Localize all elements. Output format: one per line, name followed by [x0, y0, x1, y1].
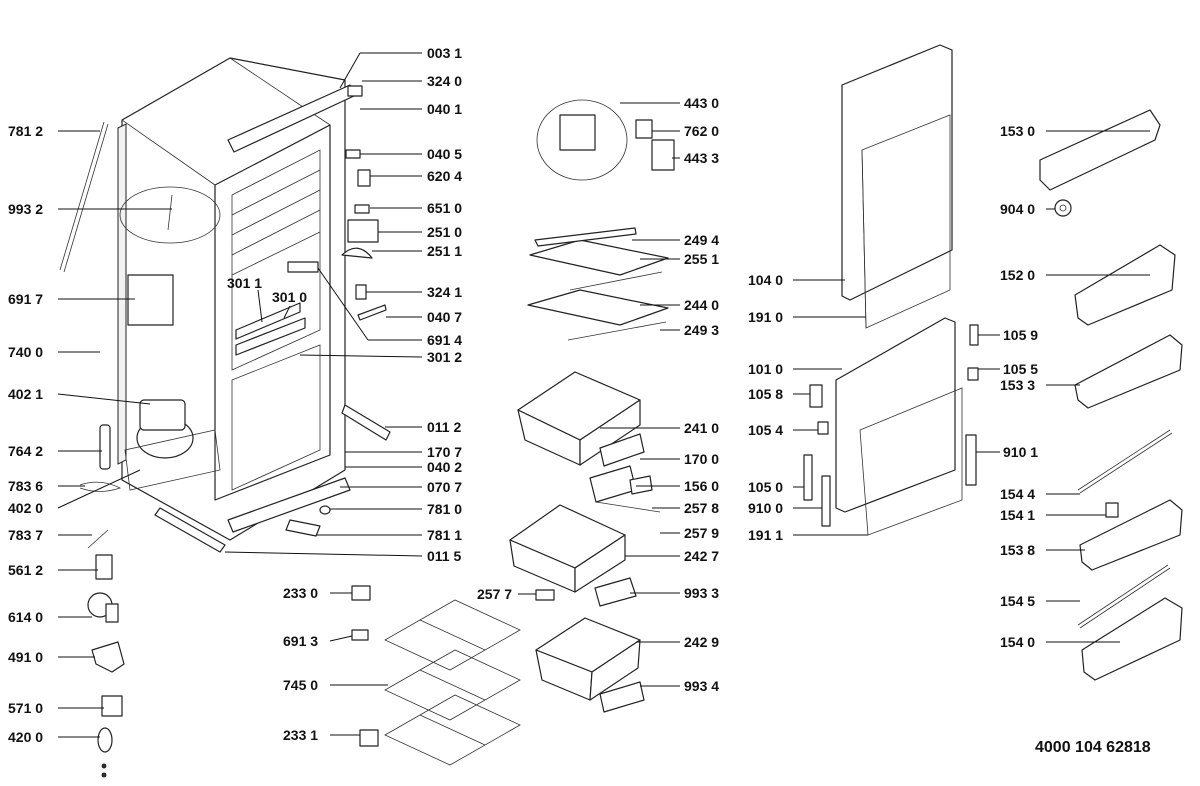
- callout: 105 0: [748, 479, 783, 495]
- callout: 249 4: [684, 232, 719, 248]
- callout: 251 0: [427, 224, 462, 240]
- callout: 154 0: [1000, 634, 1035, 650]
- callout: 301 2: [427, 349, 462, 365]
- callout: 781 0: [427, 501, 462, 517]
- callout: 003 1: [427, 45, 462, 61]
- callout: 257 9: [684, 525, 719, 541]
- callout: 154 4: [1000, 486, 1035, 502]
- callout: 105 4: [748, 422, 783, 438]
- callout: 154 5: [1000, 593, 1035, 609]
- callout: 651 0: [427, 200, 462, 216]
- callout: 040 2: [427, 459, 462, 475]
- doors-drawing: [803, 44, 979, 536]
- callout: 153 8: [1000, 542, 1035, 558]
- callout: 241 0: [684, 420, 719, 436]
- callout: 257 7: [477, 586, 512, 602]
- callout: 153 3: [1000, 377, 1035, 393]
- callout: 420 0: [8, 729, 43, 745]
- callout: 105 8: [748, 386, 783, 402]
- callout: 105 9: [1003, 327, 1038, 343]
- callout: 783 7: [8, 527, 43, 543]
- callout: 233 0: [283, 585, 318, 601]
- leader-lines: [57, 52, 1150, 738]
- callout: 233 1: [283, 727, 318, 743]
- callout: 691 4: [427, 332, 462, 348]
- callout: 993 4: [684, 678, 719, 694]
- callout: 561 2: [8, 562, 43, 578]
- callout: 324 1: [427, 284, 462, 300]
- callout: 242 9: [684, 634, 719, 650]
- callout: 993 2: [8, 201, 43, 217]
- callout: 154 1: [1000, 507, 1035, 523]
- small-parts-drawing: [79, 85, 387, 778]
- callout: 249 3: [684, 322, 719, 338]
- callout: 740 0: [8, 344, 43, 360]
- callout: 402 0: [8, 500, 43, 516]
- drawing-number: 4000 104 62818: [1035, 739, 1151, 756]
- callout: 691 7: [8, 291, 43, 307]
- callout: 783 6: [8, 478, 43, 494]
- callout: 301 1: [227, 275, 262, 291]
- callout: 402 1: [8, 386, 43, 402]
- callout: 491 0: [8, 649, 43, 665]
- callout: 040 7: [427, 309, 462, 325]
- callout: 153 0: [1000, 123, 1035, 139]
- callout: 620 4: [427, 168, 462, 184]
- callout: 170 0: [684, 451, 719, 467]
- callout: 781 2: [8, 123, 43, 139]
- wire-shelves-drawing: [351, 585, 521, 766]
- callout: 745 0: [283, 677, 318, 693]
- door-shelves-drawing: [1039, 109, 1183, 681]
- callout: 156 0: [684, 478, 719, 494]
- callout: 764 2: [8, 443, 43, 459]
- callout: 910 1: [1003, 444, 1038, 460]
- callout: 191 1: [748, 527, 783, 543]
- callout: 011 5: [427, 548, 461, 564]
- callout: 993 3: [684, 585, 719, 601]
- callout: 255 1: [684, 251, 719, 267]
- callout: 781 1: [427, 527, 462, 543]
- callout: 571 0: [8, 700, 43, 716]
- callout: 904 0: [1000, 201, 1035, 217]
- callout: 101 0: [748, 361, 783, 377]
- callout: 251 1: [427, 243, 462, 259]
- cabinet-drawing: [59, 57, 391, 553]
- callout: 691 3: [283, 633, 318, 649]
- callout: 301 0: [272, 289, 307, 305]
- shelves-drawers-drawing: [509, 99, 675, 713]
- callout: 242 7: [684, 548, 719, 564]
- callout: 257 8: [684, 500, 719, 516]
- callout: 104 0: [748, 272, 783, 288]
- callout: 040 5: [427, 146, 462, 162]
- callout: 040 1: [427, 101, 462, 117]
- callout: 762 0: [684, 123, 719, 139]
- callout: 910 0: [748, 500, 783, 516]
- callout: 011 2: [427, 419, 461, 435]
- callout: 170 7: [427, 444, 462, 460]
- callout: 105 5: [1003, 361, 1038, 377]
- callout-labels: 003 1 324 0 040 1 040 5 620 4 651 0 251 …: [8, 45, 1038, 745]
- callout: 244 0: [684, 297, 719, 313]
- callout: 152 0: [1000, 267, 1035, 283]
- callout: 443 0: [684, 95, 719, 111]
- callout: 070 7: [427, 479, 462, 495]
- callout: 324 0: [427, 73, 462, 89]
- callout: 443 3: [684, 150, 719, 166]
- callout: 191 0: [748, 309, 783, 325]
- callout: 614 0: [8, 609, 43, 625]
